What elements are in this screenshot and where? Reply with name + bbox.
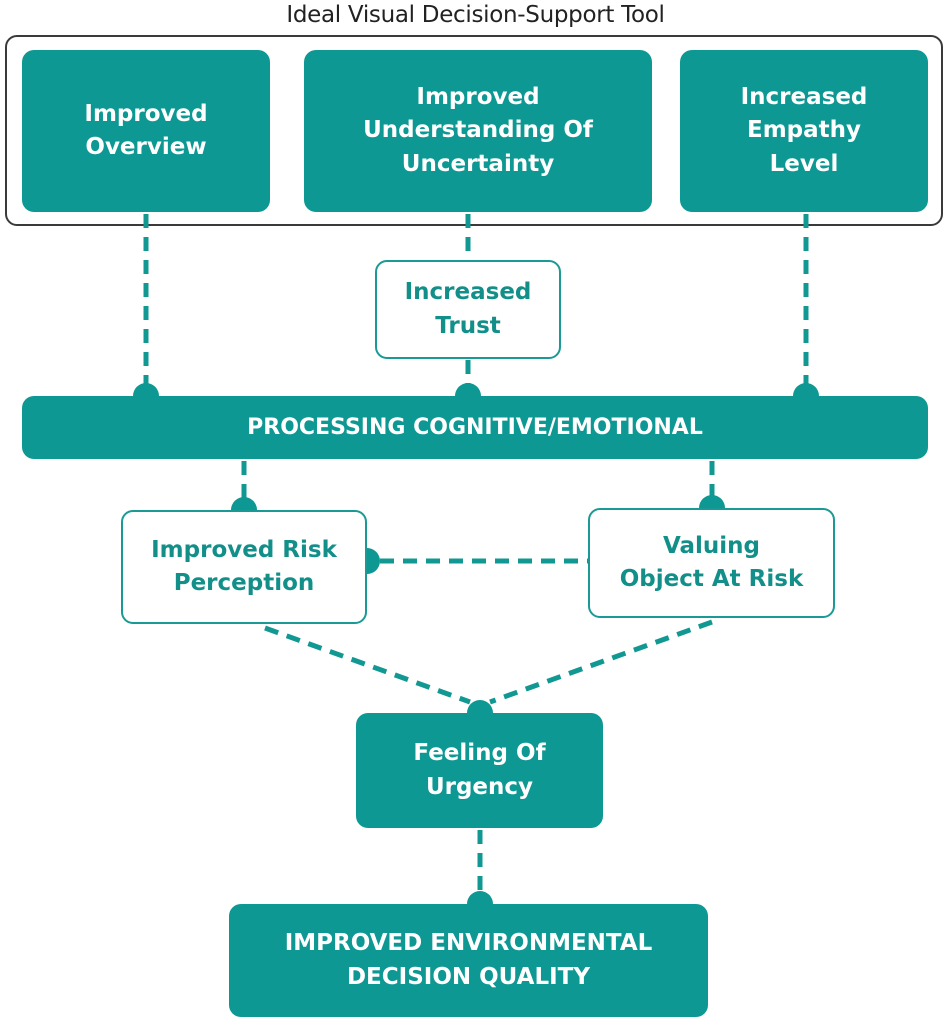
tool-group-frame [5,35,943,226]
node-increased-trust: Increased Trust [375,260,561,359]
diagram-title: Ideal Visual Decision-Support Tool [286,2,665,28]
node-decision-quality: IMPROVED ENVIRONMENTAL DECISION QUALITY [229,904,708,1017]
node-improved-overview: Improved Overview [22,50,270,212]
node-label: Improved Understanding Of Uncertainty [363,83,593,177]
edge-risk-urgency [264,625,471,705]
node-improved-understanding: Improved Understanding Of Uncertainty [304,50,652,212]
node-feeling-urgency: Feeling Of Urgency [356,713,603,828]
edge-valuing-urgency [489,619,713,705]
node-label: PROCESSING COGNITIVE/EMOTIONAL [247,414,703,440]
node-label: Valuing Object At Risk [619,532,804,592]
node-increased-empathy: Increased Empathy Level [680,50,928,212]
node-processing: PROCESSING COGNITIVE/EMOTIONAL [22,396,928,459]
node-label: Increased Trust [404,279,532,339]
node-label: Increased Empathy Level [740,83,868,177]
node-label: Improved Risk Perception [151,536,337,596]
node-improved-risk-perception: Improved Risk Perception [121,510,367,624]
node-label: Feeling Of Urgency [413,740,546,800]
node-label: Improved Overview [84,100,208,160]
node-valuing-object: Valuing Object At Risk [588,508,835,618]
node-label: IMPROVED ENVIRONMENTAL DECISION QUALITY [284,930,653,990]
